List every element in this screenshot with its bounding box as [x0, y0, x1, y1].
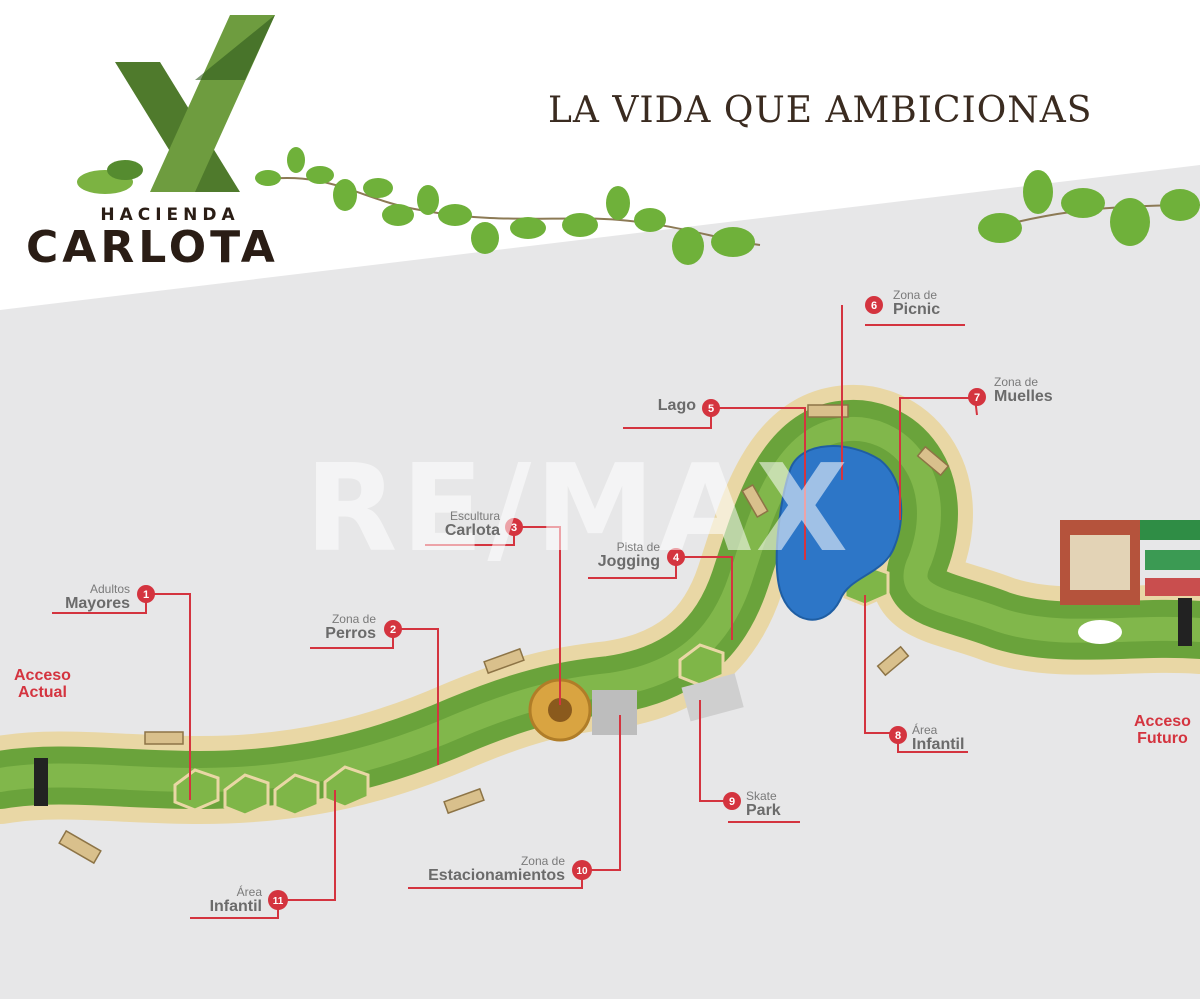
gate-futuro-icon: [1178, 598, 1192, 646]
label-area-infantil-8: Área Infantil: [912, 724, 964, 753]
acceso-futuro-line1: Acceso: [1134, 713, 1191, 730]
label-big: Park: [746, 801, 781, 819]
label-area-infantil-11: Área Infantil: [180, 886, 262, 915]
marker-number: 3: [511, 522, 517, 534]
label-big: Jogging: [597, 552, 660, 570]
acceso-futuro-label: Acceso Futuro: [1134, 713, 1191, 748]
parking-lot: [592, 690, 637, 735]
label-big: Muelles: [994, 387, 1053, 405]
marker-number: 11: [273, 896, 284, 907]
marker-number: 9: [729, 796, 735, 808]
label-escultura-carlota: Escultura Carlota: [400, 510, 500, 539]
label-big: Infantil: [912, 735, 965, 753]
marker-number: 8: [895, 730, 901, 742]
brand-line1: HACIENDA: [100, 205, 240, 225]
park-band: [0, 384, 1200, 825]
label-zona-perros: Zona de Perros: [280, 613, 376, 642]
lake: [775, 445, 903, 621]
marker-11[interactable]: 11: [268, 890, 288, 910]
tagline: LA VIDA QUE AMBICIONAS: [548, 90, 1093, 131]
marker-10[interactable]: 10: [572, 860, 592, 880]
marker-9[interactable]: 9: [723, 792, 741, 810]
brand-line2: CARLOTA: [26, 222, 279, 273]
marker-2[interactable]: 2: [384, 620, 402, 638]
label-lago: Lago: [630, 397, 696, 415]
marker-number: 7: [974, 392, 980, 404]
label-big: Estacionamientos: [428, 866, 565, 884]
marker-number: 1: [143, 589, 149, 601]
label-small: Zona de: [893, 288, 938, 302]
marker-number: 6: [871, 300, 877, 312]
label-small: Pista de: [616, 540, 660, 554]
acceso-actual-label: Acceso Actual: [14, 667, 71, 702]
label-big: Infantil: [209, 897, 262, 915]
hacienda-buildings: [1060, 520, 1200, 644]
label-small: Zona de: [331, 612, 376, 626]
gate-actual-icon: [34, 758, 48, 806]
vine-decoration: [255, 147, 1200, 265]
dock-structures: [58, 404, 950, 865]
label-adultos-mayores: Adultos Mayores: [40, 583, 130, 612]
acceso-actual-line2: Actual: [18, 683, 67, 701]
label-big: Lago: [657, 397, 696, 414]
label-small: Skate: [746, 789, 777, 803]
acceso-futuro-line2: Futuro: [1137, 729, 1188, 747]
label-big: Carlota: [444, 521, 500, 539]
skate-park-area: [681, 673, 744, 722]
label-big: Perros: [325, 624, 376, 642]
label-skate-park: Skate Park: [746, 790, 781, 819]
marker-3[interactable]: 3: [505, 518, 523, 536]
label-small: Adultos: [89, 582, 130, 596]
marker-number: 4: [673, 552, 680, 564]
acceso-actual-line1: Acceso: [14, 667, 71, 684]
label-small: Escultura: [449, 509, 500, 523]
label-zona-estacionamientos: Zona de Estacionamientos: [395, 855, 565, 884]
label-small: Zona de: [994, 375, 1039, 389]
marker-4[interactable]: 4: [667, 548, 685, 566]
marker-number: 10: [576, 866, 588, 877]
label-big: Mayores: [65, 594, 130, 612]
marker-7[interactable]: 7: [968, 388, 986, 406]
marker-1[interactable]: 1: [137, 585, 155, 603]
label-zona-picnic: Zona de Picnic: [893, 289, 940, 318]
marker-6[interactable]: 6: [865, 296, 883, 314]
label-small: Área: [236, 885, 262, 899]
marker-number: 5: [708, 403, 714, 415]
label-small: Zona de: [520, 854, 565, 868]
label-pista-jogging: Pista de Jogging: [560, 541, 660, 570]
header-band: [0, 0, 1200, 310]
marker-8[interactable]: 8: [889, 726, 907, 744]
marker-number: 2: [390, 624, 396, 636]
label-small: Área: [912, 723, 938, 737]
sculpture-plaza-icon: [528, 678, 592, 742]
label-big: Picnic: [893, 300, 941, 318]
label-zona-muelles: Zona de Muelles: [994, 376, 1053, 405]
marker-5[interactable]: 5: [702, 399, 720, 417]
logo-x-icon: [77, 15, 275, 194]
